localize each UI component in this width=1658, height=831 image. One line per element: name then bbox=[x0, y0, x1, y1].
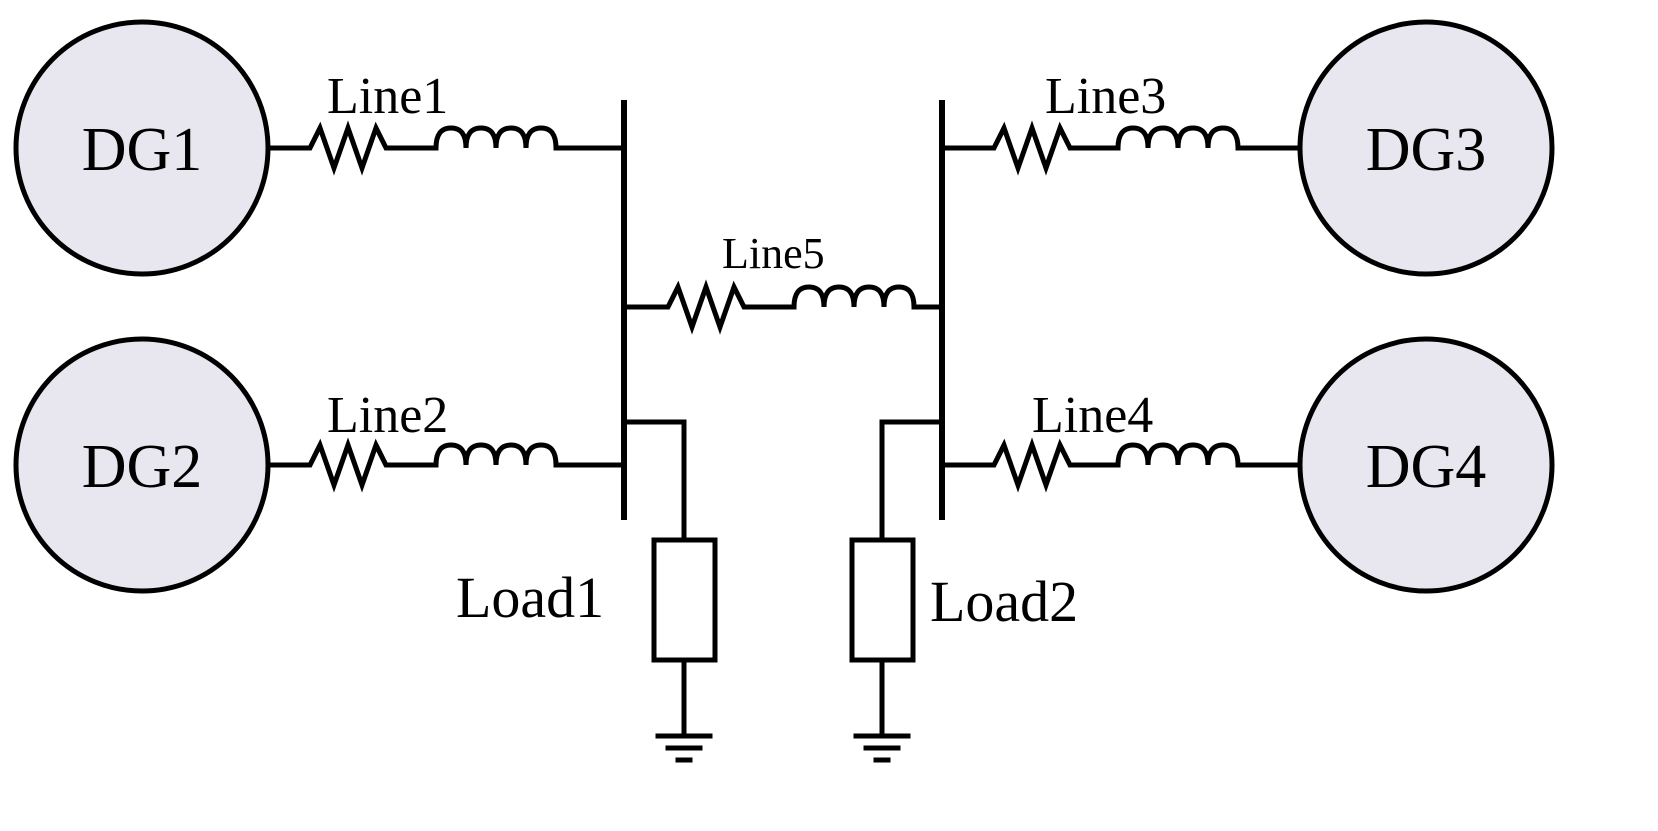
line4-resistor bbox=[982, 445, 1082, 485]
line5-label: Line5 bbox=[722, 229, 825, 278]
line1-branch: Line1 bbox=[265, 68, 627, 168]
load1-impedance bbox=[651, 537, 718, 663]
dg2-label: DG2 bbox=[82, 433, 203, 501]
load2-ground-icon bbox=[856, 736, 908, 760]
dg4-generator: DG4 bbox=[1297, 336, 1555, 594]
line5-branch: Line5 bbox=[621, 229, 945, 327]
line5-inductor bbox=[794, 287, 914, 307]
line3-branch: Line3 bbox=[939, 68, 1303, 168]
line5-resistor bbox=[656, 287, 756, 327]
load2-branch: Load2 bbox=[849, 419, 1078, 760]
line4-branch: Line4 bbox=[939, 387, 1303, 485]
dg4-label: DG4 bbox=[1366, 433, 1487, 501]
dg1-label: DG1 bbox=[82, 116, 203, 184]
line1-label: Line1 bbox=[327, 68, 448, 125]
dg3-generator: DG3 bbox=[1297, 19, 1555, 277]
line3-inductor bbox=[1118, 128, 1238, 148]
line2-inductor bbox=[436, 445, 556, 465]
dg1-generator: DG1 bbox=[13, 19, 271, 277]
line2-label: Line2 bbox=[327, 387, 448, 444]
load2-impedance bbox=[849, 537, 916, 663]
line1-inductor bbox=[436, 128, 556, 148]
line3-label: Line3 bbox=[1045, 68, 1166, 125]
load1-branch: Load1 bbox=[456, 419, 718, 760]
line4-label: Line4 bbox=[1032, 387, 1153, 444]
dg2-generator: DG2 bbox=[13, 336, 271, 594]
load1-ground-icon bbox=[658, 736, 710, 760]
line3-resistor bbox=[982, 128, 1082, 168]
line2-branch: Line2 bbox=[265, 387, 627, 485]
load1-label: Load1 bbox=[456, 565, 604, 630]
line4-inductor bbox=[1118, 445, 1238, 465]
load2-label: Load2 bbox=[930, 569, 1078, 634]
line2-resistor bbox=[298, 445, 398, 485]
dg3-label: DG3 bbox=[1366, 116, 1487, 184]
line1-resistor bbox=[298, 128, 398, 168]
